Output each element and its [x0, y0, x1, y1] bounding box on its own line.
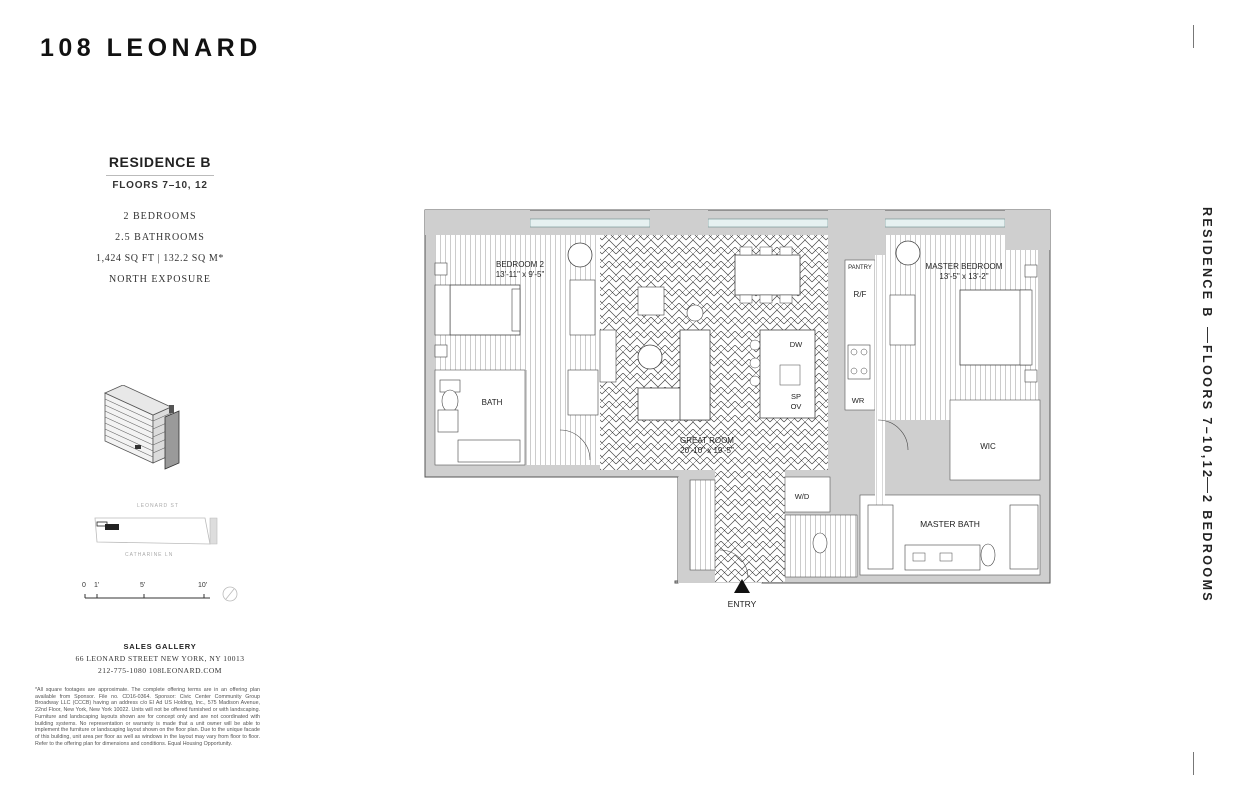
bottom-divider	[1193, 752, 1194, 775]
unit-area: 1,424 SQ FT | 132.2 SQ M*	[96, 253, 224, 264]
label-sp: SP	[791, 392, 801, 401]
bedroom-count: 2 BEDROOMS	[123, 211, 197, 222]
legal-disclaimer: *All square footages are approximate. Th…	[35, 687, 260, 747]
label-pantry: PANTRY	[848, 265, 872, 271]
gallery-title: SALES GALLERY	[123, 642, 197, 651]
site-plan: LEONARD ST CATHARINE LN	[75, 500, 235, 560]
street-leonard: LEONARD ST	[137, 503, 179, 509]
dim-master-bedroom: 13'-5" x 13'-2"	[939, 272, 988, 281]
label-master-bedroom: MASTER BEDROOM	[926, 262, 1003, 271]
label-bedroom2: BEDROOM 2	[496, 260, 545, 269]
side-residence: RESIDENCE B	[1200, 207, 1214, 319]
residence-title: RESIDENCE B	[108, 154, 212, 170]
residence-floors: FLOORS 7–10, 12	[106, 175, 214, 191]
dim-great-room: 20'-10" x 19'-5"	[680, 446, 734, 455]
brand-logo: 108 LEONARD	[40, 34, 262, 62]
entry-arrow-icon	[734, 579, 750, 593]
top-divider	[1193, 25, 1194, 48]
label-entry: ENTRY	[728, 599, 757, 609]
side-label: RESIDENCE B FLOORS 7–10,12 2 BEDROOMS	[1196, 207, 1222, 604]
building-key-icon	[104, 385, 180, 470]
side-divider-2	[1207, 477, 1208, 493]
north-arrow-icon	[222, 586, 238, 602]
dim-bedroom2: 13'-11" x 9'-5"	[496, 270, 545, 279]
label-great-room: GREAT ROOM	[680, 436, 734, 445]
label-wd: W/D	[795, 492, 810, 501]
floor-plan: BEDROOM 2 13'-11" x 9'-5" BATH GREAT ROO…	[424, 209, 1051, 609]
label-ov: OV	[791, 402, 802, 411]
side-bedrooms: 2 BEDROOMS	[1200, 495, 1214, 604]
exposure: NORTH EXPOSURE	[108, 274, 212, 285]
scale-10: 10'	[198, 582, 208, 589]
gallery-contact: 212-775-1080 108LEONARD.COM	[98, 666, 222, 675]
scale-0: 0	[82, 582, 86, 589]
label-master-bath: MASTER BATH	[920, 519, 980, 529]
label-wic: WIC	[980, 442, 996, 451]
bathroom-count: 2.5 BATHROOMS	[115, 232, 205, 243]
scale-bar: 0 1' 5' 10'	[80, 582, 240, 612]
gallery-address: 66 LEONARD STREET NEW YORK, NY 10013	[75, 654, 245, 663]
label-bath: BATH	[482, 398, 503, 407]
sales-gallery: SALES GALLERY 66 LEONARD STREET NEW YORK…	[40, 642, 280, 675]
side-divider-1	[1207, 327, 1208, 343]
street-catharine: CATHARINE LN	[125, 552, 174, 558]
label-wr: WR	[852, 396, 865, 405]
scale-1: 1'	[94, 582, 100, 589]
side-floors: FLOORS 7–10,12	[1200, 345, 1214, 480]
label-rf: R/F	[854, 290, 867, 299]
residence-info: RESIDENCE B FLOORS 7–10, 12 2 BEDROOMS 2…	[60, 154, 260, 285]
label-dw: DW	[790, 340, 803, 349]
scale-5: 5'	[140, 582, 146, 589]
